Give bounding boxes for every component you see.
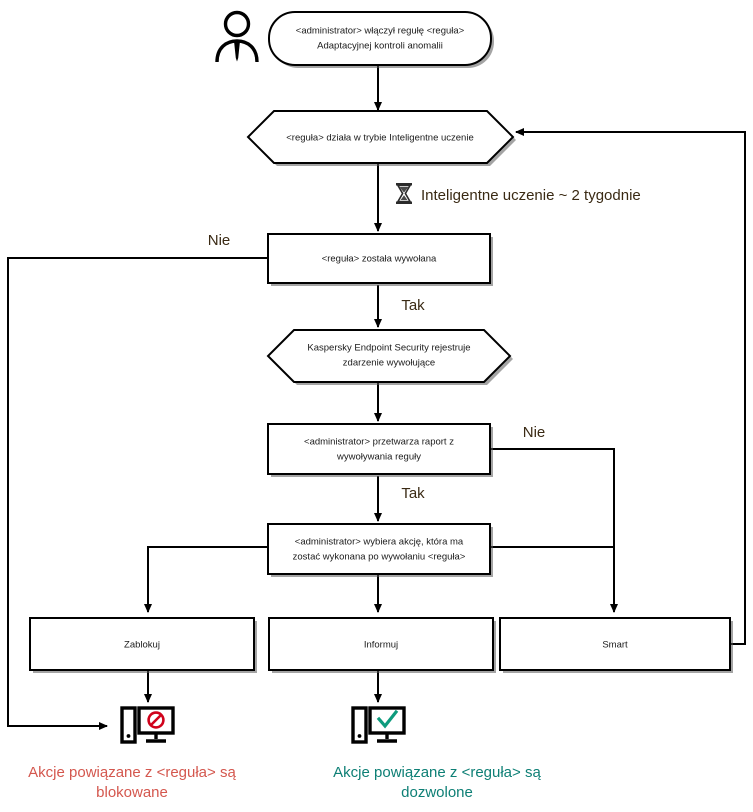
edges [7, 66, 746, 730]
outcome-blocked-text: Akcje powiązane z <reguła> są blokowane [28, 764, 236, 801]
node-inform: Informuj [268, 617, 496, 673]
node-start: <administrator> włączył regułę <reguła> … [268, 11, 494, 68]
outcome-allowed-line1: Akcje powiązane z <reguła> są [333, 764, 541, 781]
outcome-blocked-line1: Akcje powiązane z <reguła> są [28, 764, 236, 781]
computer-blocked-icon [120, 706, 175, 744]
node-admin-report-line1: <administrator> przetwarza raport z [304, 437, 454, 448]
outcome-blocked-line2: blokowane [96, 784, 168, 801]
outcome-allowed-text: Akcje powiązane z <reguła> są dozwolone [333, 764, 541, 801]
node-admin-report-line2: wywoływania reguły [336, 452, 421, 463]
node-start-line2: Adaptacyjnej kontroli anomalii [317, 41, 443, 52]
node-block-label: Zablokuj [124, 640, 160, 651]
node-block: Zablokuj [29, 617, 257, 673]
node-kes-logs-line1: Kaspersky Endpoint Security rejestruje [307, 343, 470, 354]
node-admin-action-line2: zostać wykonana po wywołaniu <reguła> [293, 552, 466, 563]
person-icon [215, 10, 259, 63]
node-smart-mode-line1: <reguła> działa w trybie Inteligentne uc… [286, 133, 473, 144]
node-smart-label: Smart [602, 640, 628, 651]
computer-allowed-icon [351, 706, 406, 744]
edge-rule-triggered-no-loop [7, 257, 268, 730]
note-learning: Inteligentne uczenie ~ 2 tygodnie [396, 183, 641, 204]
edge-label-no-report: Nie [523, 424, 546, 441]
node-smart-mode: <reguła> działa w trybie Inteligentne uc… [246, 110, 516, 166]
edge-label-no-triggered: Nie [208, 232, 231, 249]
node-start-line1: <administrator> włączył regułę <reguła> [296, 26, 465, 37]
node-smart: Smart [499, 617, 733, 673]
note-learning-text: Inteligentne uczenie ~ 2 tygodnie [421, 187, 641, 204]
node-inform-label: Informuj [364, 640, 398, 651]
node-kes-logs-line2: zdarzenie wywołujące [343, 358, 435, 369]
node-admin-report: <administrator> przetwarza raport z wywo… [267, 423, 493, 477]
node-kes-logs: Kaspersky Endpoint Security rejestruje z… [266, 329, 513, 385]
outcome-allowed-line2: dozwolone [401, 784, 473, 801]
node-rule-triggered: <reguła> została wywołana [267, 233, 493, 286]
hourglass-icon [396, 183, 412, 204]
edge-label-yes-report: Tak [401, 485, 425, 502]
node-rule-triggered-line1: <reguła> została wywołana [322, 254, 437, 265]
node-admin-action-line1: <administrator> wybiera akcję, która ma [295, 537, 464, 548]
edge-label-yes-triggered: Tak [401, 297, 425, 314]
node-admin-action: <administrator> wybiera akcję, która ma … [267, 523, 493, 577]
edge-admin-action-to-block [144, 546, 268, 613]
edge-smart-loop-back [515, 128, 746, 645]
edge-admin-report-no-to-smart [490, 448, 618, 613]
